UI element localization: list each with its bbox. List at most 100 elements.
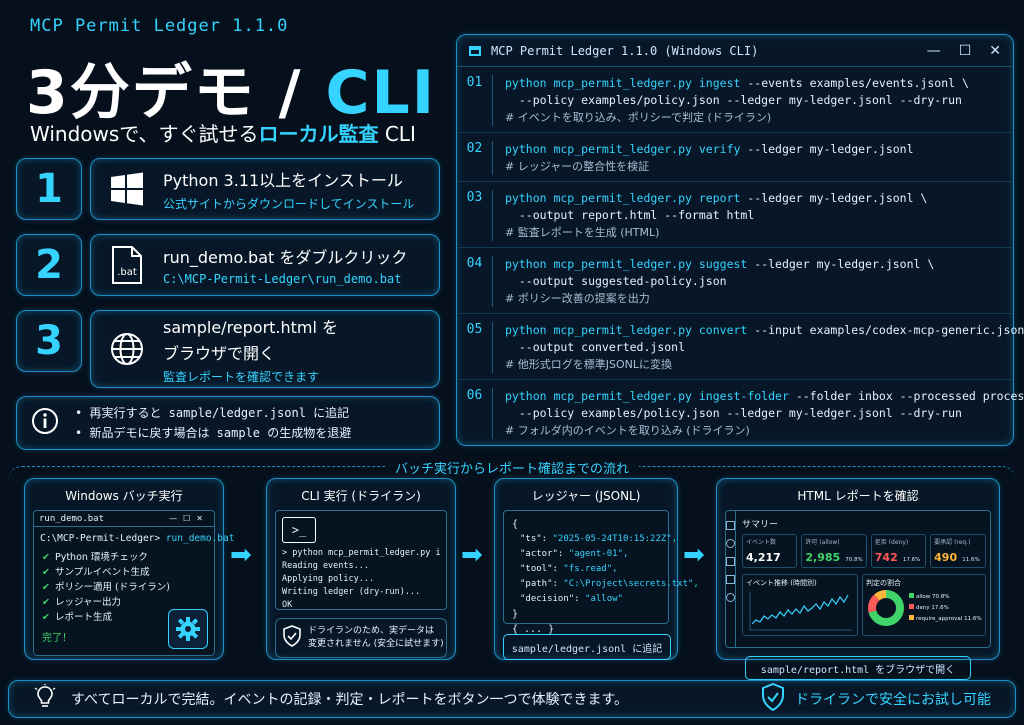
check-icon: ✔ (42, 597, 50, 608)
shield-icon (282, 625, 302, 651)
command-subcommand: suggest (698, 257, 748, 271)
batch-check-item: ✔レポート生成 (42, 610, 214, 625)
footer-right: ドライランで安全にお試し可能 (761, 682, 991, 715)
stat-value: 490 (934, 551, 958, 564)
terminal-window-icon (469, 45, 481, 56)
gear-icon (168, 609, 208, 649)
command-args: --ledger my-ledger.jsonl (740, 142, 914, 156)
command-line-1: python mcp_permit_ledger.py ingest --eve… (505, 75, 969, 92)
check-icon: ✔ (42, 552, 50, 563)
command-number: 06 (457, 388, 493, 439)
command-args: --ledger my-ledger.jsonl \ (740, 191, 928, 205)
command-comment: # ポリシー改善の提案を出力 (505, 292, 650, 305)
command-comment: # フォルダ内のイベントを取り込み (ドライラン) (505, 424, 750, 437)
command-row: 01 python mcp_permit_ledger.py ingest --e… (457, 67, 1013, 133)
close-icon[interactable]: ✕ (989, 42, 1001, 59)
json-row: "actor": "agent-01", (520, 547, 660, 562)
report-heading: HTML レポートを確認 (797, 489, 919, 503)
check-icon: ✔ (42, 582, 50, 593)
command-row: 05 python mcp_permit_ledger.py convert --… (457, 314, 1024, 380)
stat-card: 許可 (allow)2,985 70.8% (801, 534, 867, 568)
flow-ledger-box: レッジャー (JSONL) { "ts": "2025-05-24T10:15:… (494, 478, 699, 660)
command-comment: # 他形式ログを標準JSONLに変換 (505, 358, 672, 371)
command-list: 01 python mcp_permit_ledger.py ingest --e… (457, 67, 1024, 445)
tagline-highlight: ローカル監査 (258, 122, 379, 146)
command-line-2: --output converted.jsonl (505, 340, 686, 354)
cli-output-line: Writing ledger (dry-run)... (282, 587, 421, 597)
maximize-icon[interactable]: ☐ (958, 42, 972, 59)
cli-output-line: Reading events... (282, 561, 369, 571)
json-key: "decision": (520, 594, 586, 604)
json-key: "actor": (520, 549, 569, 559)
batch-prompt-line: C:\MCP-Permit-Ledger> run_demo.bat (34, 527, 234, 550)
cli-output-line: OK (282, 600, 293, 610)
trend-panel: イベント推移 (時間別) (742, 574, 858, 636)
notes-panel: • 再実行すると sample/ledger.jsonl に追記 • 新品デモに… (16, 396, 440, 450)
info-icon (31, 407, 59, 439)
command-line-1: python mcp_permit_ledger.py verify --led… (505, 141, 914, 158)
cli-window-title: MCP Permit Ledger 1.1.0 (Windows CLI) (491, 43, 759, 58)
json-value: "fs.read", (563, 564, 618, 574)
stat-label: 要承認 (req.) (934, 539, 971, 546)
cli-window: MCP Permit Ledger 1.1.0 (Windows CLI) — … (456, 34, 1024, 446)
json-more: { ... } (512, 624, 555, 635)
json-value: "2025-05-24T10:15:22Z", (552, 534, 678, 544)
json-value: "agent-01", (568, 549, 629, 559)
batch-check-label: レッジャー出力 (54, 597, 121, 608)
stat-value: 4,217 (746, 551, 781, 564)
dashboard-icon (726, 521, 735, 530)
ledger-caption: sample/ledger.jsonl に追記 (503, 634, 671, 660)
command-subcommand: report (698, 191, 741, 205)
step-2-sub: C:\MCP-Permit-Ledger\run_demo.bat (163, 272, 402, 286)
command-number: 05 (457, 322, 493, 373)
json-open: { (512, 519, 519, 530)
legend-pct: 11.6% (964, 615, 982, 622)
tagline-post: CLI (378, 122, 416, 146)
command-line-1: python mcp_permit_ledger.py suggest --le… (505, 256, 934, 273)
legend-pct: 17.6% (931, 604, 949, 611)
step-2-title: run_demo.bat をダブルクリック (163, 248, 408, 267)
batch-heading: Windows バッチ実行 (65, 489, 183, 503)
command-args: --ledger my-ledger.jsonl \ (747, 257, 935, 271)
page-title: 3分デモ / CLI (26, 44, 436, 131)
shield-check-icon (761, 682, 785, 715)
minimize-icon[interactable]: — (926, 42, 941, 59)
report-summary-title: サマリー (742, 520, 779, 530)
command-number: 01 (457, 75, 493, 126)
note-item: • 再実行すると sample/ledger.jsonl に追記 (75, 406, 350, 420)
stat-label: 許可 (allow) (805, 539, 840, 546)
tagline-pre: Windowsで、すぐ試せる (30, 122, 259, 146)
json-row: "tool": "fs.read", (520, 562, 660, 577)
legend-name: allow (916, 593, 931, 600)
json-key: "path": (520, 579, 564, 589)
command-line-1: python mcp_permit_ledger.py report --led… (505, 190, 927, 207)
ledger-json: { "ts": "2025-05-24T10:15:22Z","actor": … (503, 510, 699, 635)
check-icon: ✔ (42, 567, 50, 578)
nav-icon (726, 575, 735, 584)
cli-output-line: Applying policy... (282, 574, 375, 584)
step-3-title: sample/report.html を (163, 317, 339, 337)
batch-check-label: サンプルイベント生成 (54, 567, 150, 578)
report-caption: sample/report.html をブラウザで開く (745, 656, 971, 680)
arrow-right-icon: ➡ (461, 540, 483, 570)
batch-command: run_demo.bat (160, 533, 235, 544)
command-python: python mcp_permit_ledger.py (505, 76, 692, 90)
app-version: MCP Permit Ledger 1.1.0 (30, 16, 289, 36)
step-1-sub: 公式サイトからダウンロードしてインストール (163, 196, 415, 211)
stat-card: 拒否 (deny)742 17.6% (870, 534, 927, 568)
json-key: "tool": (520, 564, 564, 574)
ratio-panel: 判定の割合 allow 70.8%deny 17.6%require_appro… (862, 574, 986, 636)
command-comment: # レッジャーの整合性を検証 (505, 160, 650, 173)
batch-check-item: ✔Python 環境チェック (42, 550, 214, 565)
footer-left-text: すべてローカルで完結。イベントの記録・判定・レポートをボタン一つで体験できます。 (71, 692, 629, 708)
title-main: 3分デモ / (26, 58, 326, 128)
legend-pct: 70.8% (932, 593, 950, 600)
step-1-title: Python 3.11以上をインストール (163, 170, 403, 190)
command-line-1: python mcp_permit_ledger.py convert --in… (505, 322, 1024, 339)
windows-icon (107, 169, 147, 209)
flow-cli-box: CLI 実行 (ドライラン) >_ > python mcp_permit_le… (266, 478, 456, 660)
